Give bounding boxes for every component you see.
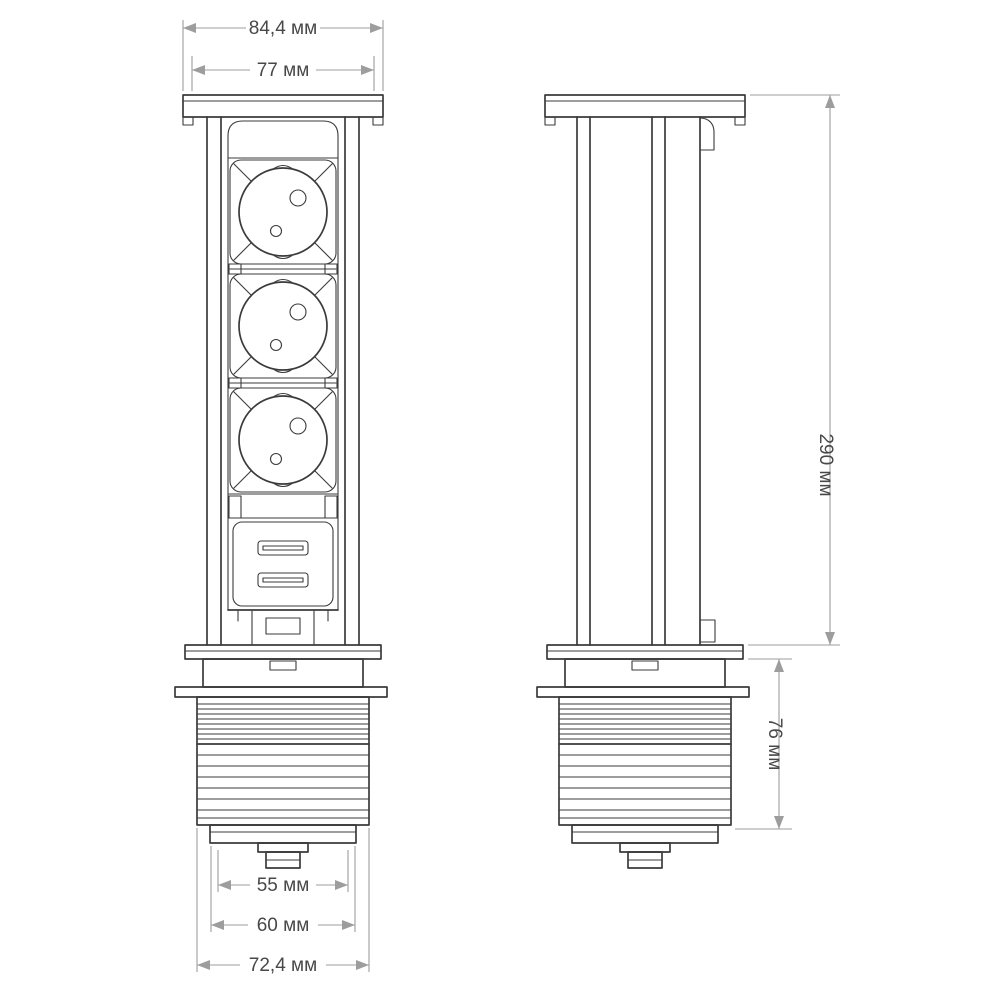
dimension-label-height: 290 мм <box>815 433 836 496</box>
dimension-body-width: 77 мм <box>191 56 375 91</box>
dimension-bottom-outer: 72,4 мм <box>196 828 370 976</box>
dimension-label-bottom-outer: 72,4 мм <box>249 955 317 976</box>
socket-module-3 <box>229 387 337 493</box>
module-clip-band-2 <box>228 377 338 389</box>
dimension-label-bottom-inner: 55 мм <box>257 875 310 896</box>
front-base-assembly <box>174 644 388 869</box>
module-spacer <box>228 493 338 519</box>
side-column <box>576 116 716 646</box>
side-top-cap <box>544 94 746 126</box>
usb-module <box>232 521 334 607</box>
front-side-rails <box>206 116 360 646</box>
dimension-label-body-width: 77 мм <box>257 60 310 81</box>
dimension-mount-height: 76 мм <box>735 658 792 830</box>
usb-port-bottom <box>257 572 309 588</box>
socket-module-1 <box>229 159 337 265</box>
front-view <box>174 94 388 869</box>
side-base-assembly <box>536 644 750 869</box>
side-view <box>536 94 750 869</box>
socket-module-2 <box>229 273 337 379</box>
dimension-bottom-mid: 60 мм <box>210 846 356 936</box>
usb-port-top <box>257 540 309 556</box>
dimension-label-bottom-mid: 60 мм <box>257 915 310 936</box>
front-top-cap <box>182 94 384 126</box>
dimension-height: 290 мм <box>748 94 840 646</box>
dimension-label-cap-width: 84,4 мм <box>249 18 317 39</box>
dimension-cap-width: 84,4 мм <box>182 18 384 91</box>
dimension-bottom-inner: 55 мм <box>217 850 349 896</box>
front-body-bottom <box>227 609 339 646</box>
dimension-label-mount-height: 76 мм <box>764 718 785 771</box>
module-clip-band-1 <box>228 263 338 275</box>
